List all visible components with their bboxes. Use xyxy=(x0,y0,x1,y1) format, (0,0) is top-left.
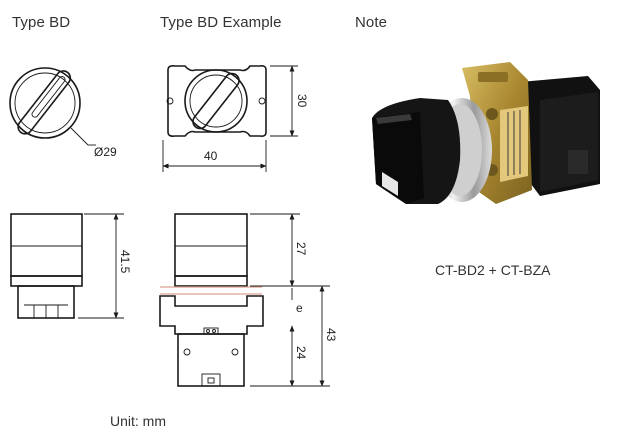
dim-height-label: 30 xyxy=(295,94,309,108)
unit-label: Unit: mm xyxy=(110,413,166,429)
dim-top-height-label: 27 xyxy=(294,242,308,256)
dim-width-label: 40 xyxy=(204,149,218,163)
dim-diameter-label: Ø29 xyxy=(94,145,117,159)
dim-total-height-label: 43 xyxy=(324,328,338,342)
heading-type-bd: Type BD xyxy=(12,14,71,31)
dim-lower-height-label: 24 xyxy=(294,346,308,360)
type-bd-example-side-view: 27 e 24 43 xyxy=(159,213,338,387)
heading-type-bd-example: Type BD Example xyxy=(160,14,282,31)
heading-note: Note xyxy=(355,14,388,31)
type-bd-front-view: Ø29 xyxy=(9,67,117,159)
type-bd-side-view: 41.5 xyxy=(10,213,132,319)
dim-body-height-label: 41.5 xyxy=(118,250,132,274)
product-photo-illustration xyxy=(372,62,600,204)
product-caption: CT-BD2 + CT-BZA xyxy=(435,262,551,278)
dim-panel-label: e xyxy=(296,301,303,315)
type-bd-example-front-view: 40 30 xyxy=(162,65,309,172)
